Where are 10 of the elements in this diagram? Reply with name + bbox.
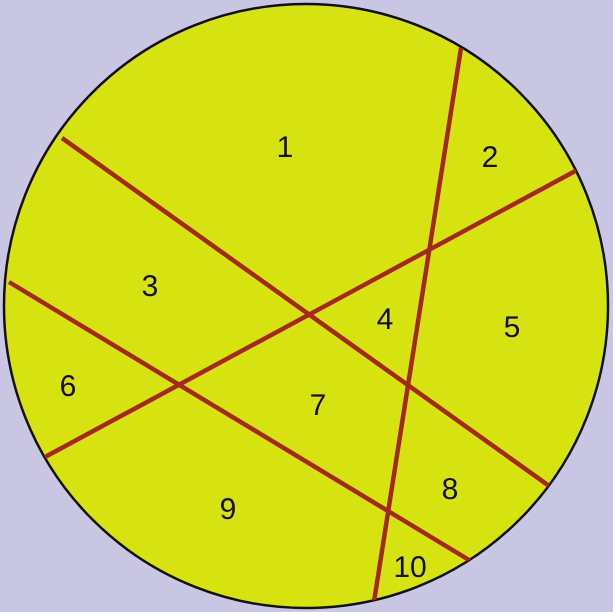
region-number: 3: [142, 272, 158, 302]
region-number: 8: [442, 475, 458, 505]
region-number: 2: [482, 143, 498, 173]
region-number: 1: [276, 133, 294, 163]
region-number: 5: [504, 313, 520, 343]
region-number: 10: [393, 553, 427, 583]
region-number: 9: [220, 495, 236, 525]
region-number: 4: [376, 305, 394, 335]
region-number: 6: [60, 372, 76, 402]
region-number: 7: [310, 391, 326, 421]
